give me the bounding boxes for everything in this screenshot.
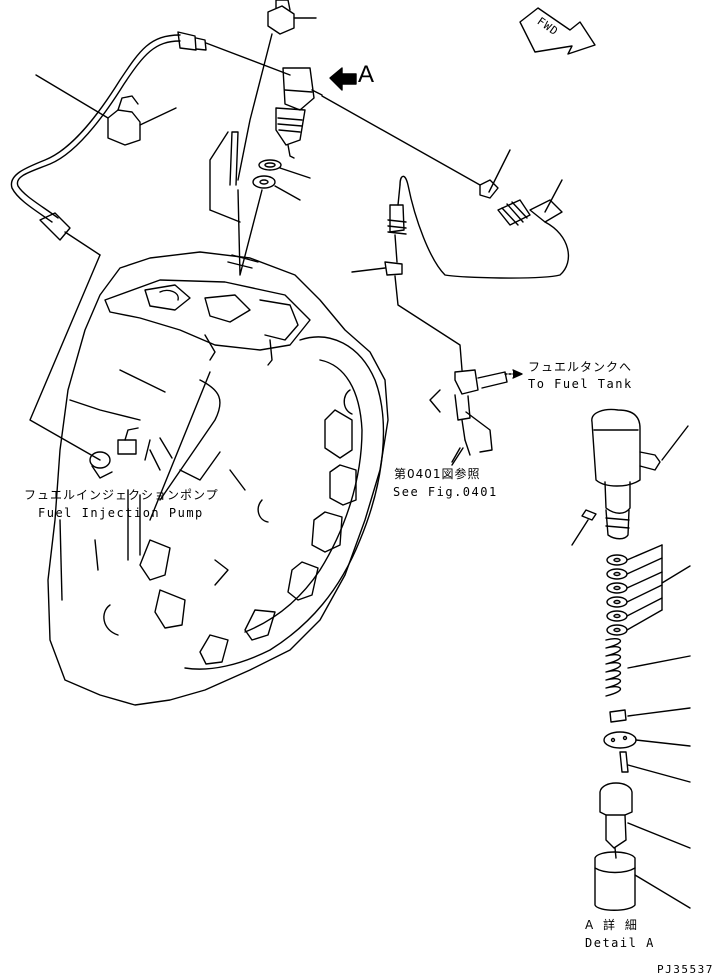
injection-line <box>11 32 290 460</box>
see-fig-label-en: See Fig.0401 <box>393 485 498 499</box>
arrow-a-icon <box>330 68 356 90</box>
pump-label-en: Fuel Injection Pump <box>38 506 204 520</box>
detail-a-label-jp: A 詳 細 <box>585 918 640 932</box>
return-connector <box>430 370 522 465</box>
see-fig-label-jp: 第0401図参照 <box>394 467 481 481</box>
engine-block <box>48 252 388 705</box>
fwd-arrow-icon <box>520 8 595 54</box>
fuel-tank-label-jp: フュエルタンクへ <box>528 360 633 374</box>
detail-a-injector <box>572 410 690 911</box>
drawing-number: PJ35537 <box>657 963 714 976</box>
arrow-a-label: A <box>358 61 375 88</box>
fuel-tank-label-en: To Fuel Tank <box>528 377 633 391</box>
detail-a-label-en: Detail A <box>585 936 655 950</box>
leak-off-line <box>352 150 568 370</box>
leader-see-fig <box>452 448 460 462</box>
line-clamp <box>108 96 176 145</box>
pump-label-jp: フュエルインジェクションポンプ <box>24 488 219 502</box>
injector-assembly <box>210 0 480 275</box>
